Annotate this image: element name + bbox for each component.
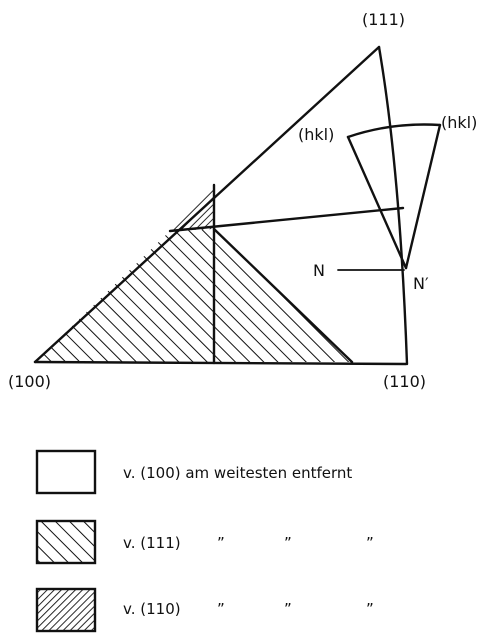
label-hkl-left: (hkl): [298, 125, 334, 144]
legend-swatch-hatch-right: [35, 519, 97, 565]
legend-swatch-blank: [35, 449, 97, 495]
label-100: (100): [8, 372, 51, 391]
ditto-mark: ”: [366, 534, 374, 552]
label-110: (110): [383, 372, 426, 391]
diagonal-to-110: [212, 227, 354, 364]
legend: v. (100) am weitesten entfernt v. (111) …: [35, 449, 374, 633]
edge-100-111: [33, 45, 381, 364]
region-near-110: [170, 185, 214, 231]
label-111: (111): [362, 10, 405, 29]
legend-text: v. (100) am weitesten entfernt: [123, 464, 352, 482]
fan-arc: [346, 123, 442, 139]
edge-100-110: [33, 360, 408, 366]
fan-line-right: [404, 123, 442, 270]
legend-swatch-hatch-left: [35, 587, 97, 633]
edge-111-110-arc: [377, 45, 409, 366]
legend-text: v. (110): [123, 600, 181, 618]
ditto-mark: ”: [284, 600, 292, 618]
ditto-mark: ”: [217, 600, 225, 618]
legend-item: v. (100) am weitesten entfernt: [35, 449, 352, 495]
legend-item: v. (111) ” ” ”: [35, 519, 374, 565]
label-N: N: [313, 261, 325, 280]
region-near-111: [35, 229, 352, 362]
ditto-mark: ”: [366, 600, 374, 618]
label-hkl-right: (hkl): [441, 113, 477, 132]
ditto-mark: ”: [284, 534, 292, 552]
label-N-prime: N′: [413, 274, 429, 293]
line-to-arc: [168, 206, 405, 233]
fan-line-left: [346, 135, 408, 270]
legend-item: v. (110) ” ” ”: [35, 587, 374, 633]
ditto-mark: ”: [217, 534, 225, 552]
legend-text: v. (111): [123, 534, 181, 552]
